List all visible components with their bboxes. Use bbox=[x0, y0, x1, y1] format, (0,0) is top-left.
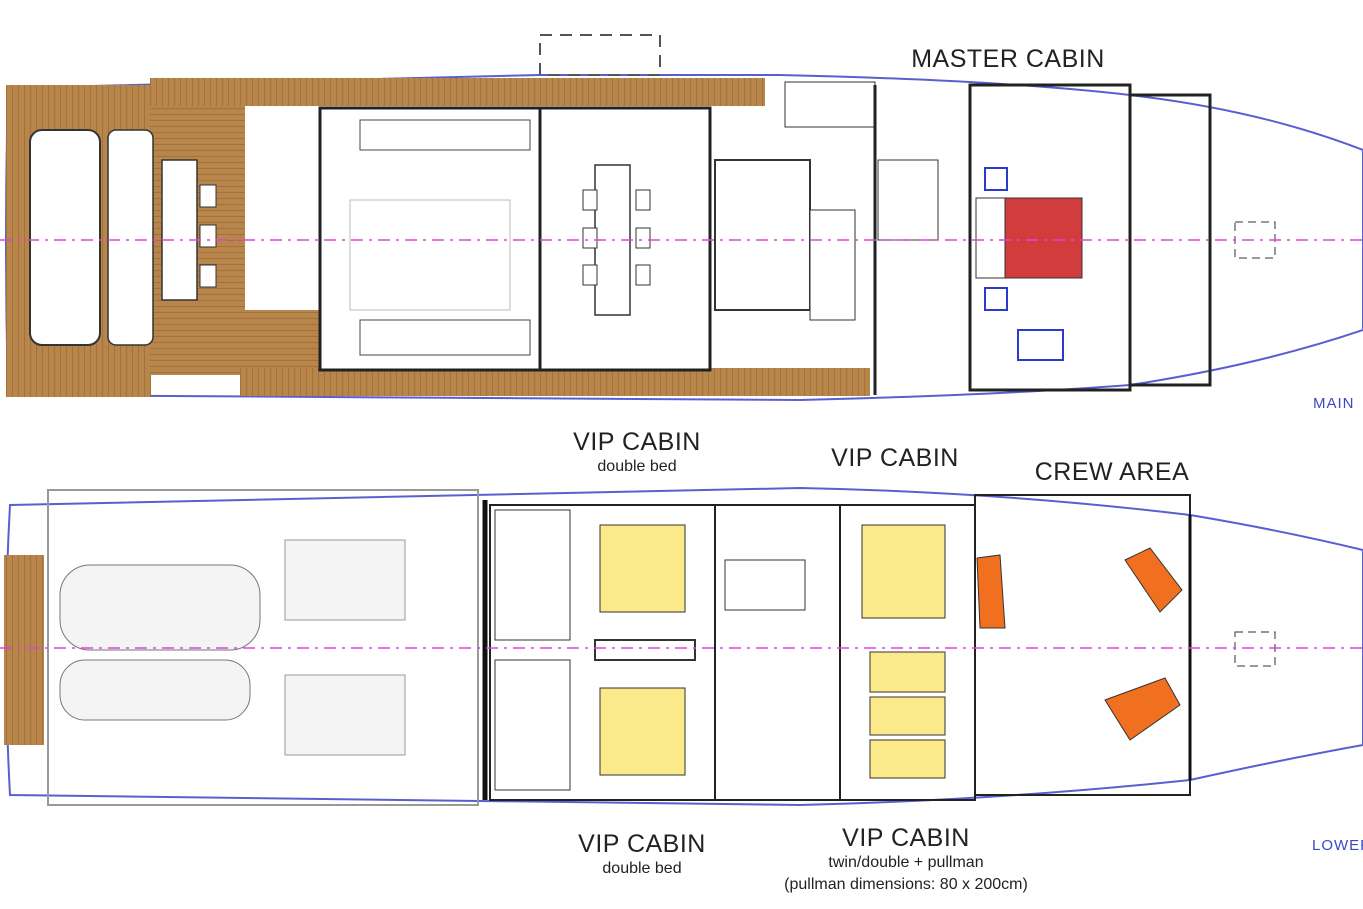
ensuite-left bbox=[494, 509, 571, 641]
vip-bed-bottom-left bbox=[599, 687, 686, 776]
label-vip-cabin-lower-left-sub: double bed bbox=[602, 860, 682, 877]
crew-bunk bbox=[1104, 677, 1181, 741]
label-crew-area: CREW AREA bbox=[1034, 458, 1190, 486]
galley-island bbox=[809, 209, 856, 321]
label-vip-cabin-lower-right-sub: twin/double + pullman bbox=[828, 854, 984, 871]
vanity bbox=[594, 639, 696, 661]
chair bbox=[199, 264, 217, 288]
nightstand bbox=[984, 167, 1008, 191]
engine-port bbox=[284, 539, 406, 621]
vip-bed-top-left bbox=[599, 524, 686, 613]
lower-stairs bbox=[724, 559, 806, 611]
day-head bbox=[784, 81, 876, 128]
aft-sofa bbox=[107, 129, 154, 346]
master-bed-headboard bbox=[975, 197, 1006, 279]
deck-label-main: MAIN bbox=[1313, 395, 1355, 412]
tender bbox=[59, 564, 261, 651]
salon-rug bbox=[349, 199, 511, 311]
dining-chairs bbox=[582, 189, 651, 286]
nightstand bbox=[984, 287, 1008, 311]
vip-bed-top-right bbox=[861, 524, 946, 619]
chair bbox=[199, 184, 217, 208]
forepeak-hatch-lower bbox=[1234, 631, 1276, 667]
chair bbox=[199, 224, 217, 248]
twin-bed-1 bbox=[869, 651, 946, 693]
ensuite-left bbox=[494, 659, 571, 791]
salon-sofa-bottom bbox=[359, 319, 531, 356]
crew-bunk bbox=[1124, 547, 1183, 613]
master-desk bbox=[1017, 329, 1064, 361]
label-master-cabin: MASTER CABIN bbox=[911, 45, 1105, 73]
deck-label-lower: LOWER bbox=[1312, 837, 1363, 854]
aft-table bbox=[161, 159, 198, 301]
label-vip-cabin-lower-right: VIP CABIN bbox=[842, 824, 970, 852]
label-vip-cabin-upper-left-sub: double bed bbox=[597, 458, 677, 475]
label-vip-cabin-upper-left: VIP CABIN bbox=[573, 428, 701, 456]
engine-starboard bbox=[284, 674, 406, 756]
swim-platform-teak bbox=[4, 555, 44, 745]
master-bed bbox=[1004, 197, 1083, 279]
lower-deck bbox=[0, 486, 1363, 807]
salon-sofa-top bbox=[359, 119, 531, 151]
jet-ski bbox=[59, 659, 251, 721]
galley-counter bbox=[877, 159, 939, 241]
side-deck-teak-top bbox=[150, 78, 765, 106]
galley bbox=[714, 159, 811, 311]
master-ensuite bbox=[1128, 93, 1212, 387]
label-vip-cabin-upper-right: VIP CABIN bbox=[831, 444, 959, 472]
sunpad bbox=[29, 129, 101, 346]
label-vip-cabin-lower-left: VIP CABIN bbox=[578, 830, 706, 858]
label-pullman-dimensions: (pullman dimensions: 80 x 200cm) bbox=[784, 876, 1028, 893]
pullman-bed bbox=[869, 739, 946, 779]
gangway-outline bbox=[539, 34, 661, 76]
crew-bunk bbox=[976, 554, 1006, 629]
twin-bed-2 bbox=[869, 696, 946, 736]
main-deck bbox=[0, 34, 1363, 402]
side-deck-teak-bottom bbox=[240, 368, 870, 396]
